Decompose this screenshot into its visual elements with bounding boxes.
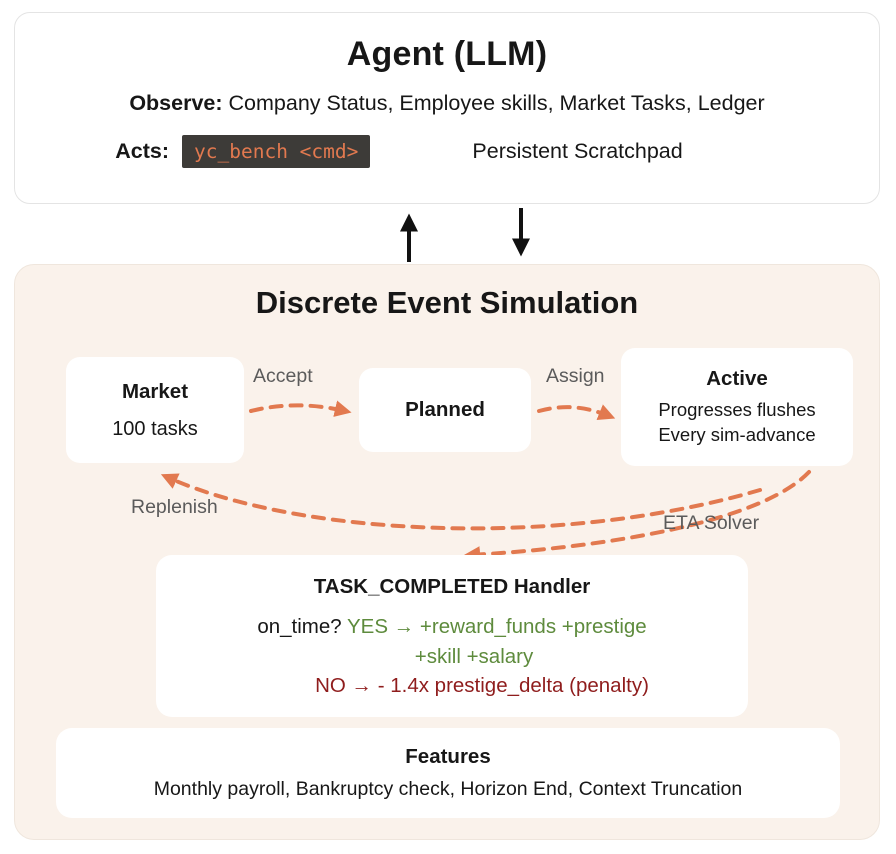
simulation-card: Discrete Event Simulation Market 100 tas… <box>14 264 880 840</box>
observe-line: Observe: Company Status, Employee skills… <box>15 91 879 116</box>
observe-text: Company Status, Employee skills, Market … <box>228 91 765 115</box>
assign-edge-label: Assign <box>546 365 605 387</box>
planned-node-title: Planned <box>405 398 485 421</box>
eta-solver-edge-label: ETA Solver <box>663 512 760 534</box>
handler-condition: on_time? <box>257 615 342 638</box>
handler-yes-line: on_time? YES → +reward_funds +prestige <box>156 612 748 642</box>
handler-no-outcome: NO → - 1.4x prestige_delta (penalty) <box>315 674 649 698</box>
handler-title: TASK_COMPLETED Handler <box>313 575 591 598</box>
agent-title: Agent (LLM) <box>346 35 548 73</box>
active-node-line2: Every sim-advance <box>658 423 816 445</box>
active-node-details: Progresses flushes Every sim-advance <box>658 398 815 448</box>
accept-edge-label: Accept <box>253 365 313 387</box>
simulation-title: Discrete Event Simulation <box>255 285 639 320</box>
features-text: Monthly payroll, Bankruptcy check, Horiz… <box>153 778 743 800</box>
market-node-title: Market <box>121 379 189 403</box>
market-node: Market 100 tasks <box>66 357 244 463</box>
active-node: Active Progresses flushes Every sim-adva… <box>621 348 853 466</box>
active-node-line1: Progresses flushes <box>658 398 816 420</box>
planned-node: Planned <box>359 368 531 452</box>
replenish-edge-label: Replenish <box>131 496 218 518</box>
acts-line: Acts: yc_bench <cmd> Persistent Scratchp… <box>0 135 831 168</box>
features-box: Features Monthly payroll, Bankruptcy che… <box>56 728 840 818</box>
features-title: Features <box>405 745 491 768</box>
task-completed-handler-box: TASK_COMPLETED Handler on_time? YES → +r… <box>156 555 748 717</box>
assign-arrow <box>537 404 616 420</box>
handler-yes-outcome: YES → +reward_funds +prestige <box>346 615 647 638</box>
handler-lines: on_time? YES → +reward_funds +prestige +… <box>156 612 748 701</box>
observe-label: Observe: <box>129 91 223 115</box>
agent-sim-connector-arrows <box>400 208 530 262</box>
handler-yes-outcome-2: +skill +salary <box>414 644 534 668</box>
accept-arrow <box>249 400 352 417</box>
scratchpad-text: Persistent Scratchpad <box>472 139 683 163</box>
agent-card: Agent (LLM) Observe: Company Status, Emp… <box>14 12 880 204</box>
command-badge: yc_bench <cmd> <box>182 135 371 168</box>
acts-label: Acts: <box>115 139 170 163</box>
active-node-title: Active <box>706 366 768 390</box>
market-node-subtitle: 100 tasks <box>112 417 198 440</box>
